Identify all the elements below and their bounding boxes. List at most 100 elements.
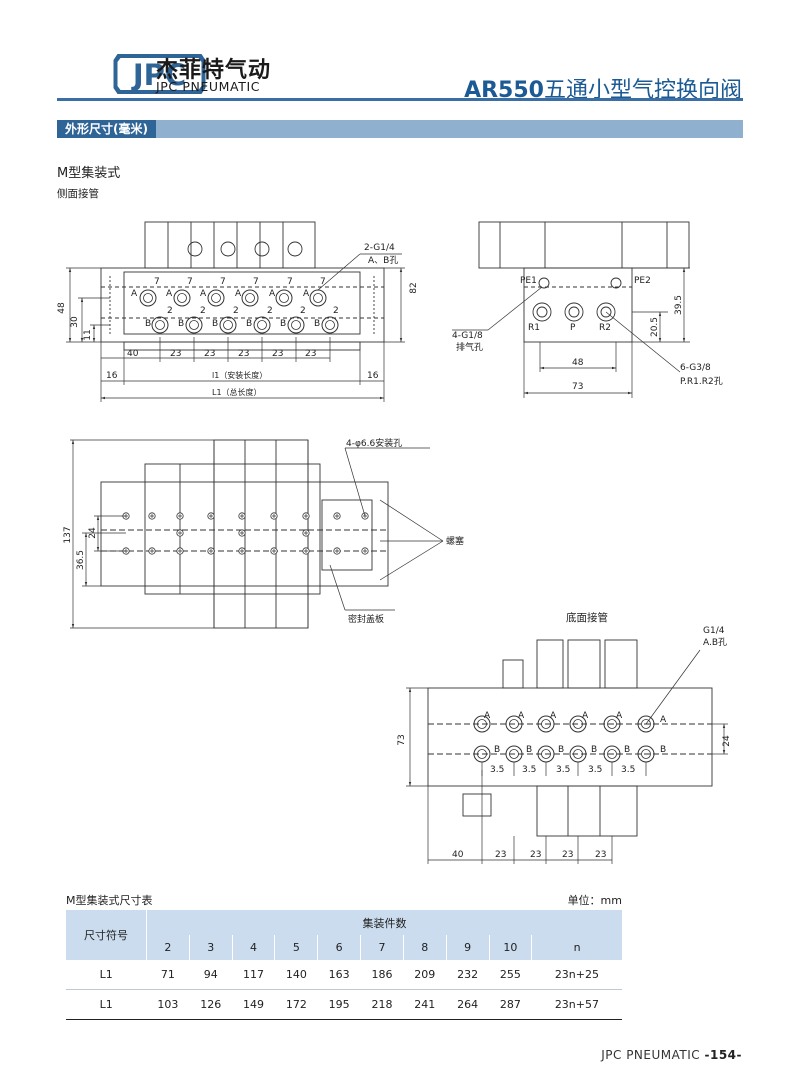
bottom-dim-3-5d: 3.5 — [588, 765, 602, 775]
bottom-dim-23d: 23 — [595, 850, 606, 860]
bottom-dim-3-5c: 3.5 — [556, 765, 570, 775]
table-count-cell: 8 — [402, 935, 447, 960]
bottom-label-b3: B — [558, 745, 564, 755]
front-label-b2: B — [178, 319, 184, 329]
top-mount: 4-φ6.6安装孔 — [346, 437, 402, 449]
front-label-b4: B — [246, 319, 252, 329]
side-ports: 6-G3/8 — [680, 363, 711, 373]
side-exhaust: 4-G1/8 — [452, 331, 483, 341]
table-cell: 172 — [274, 989, 318, 1020]
logo-text: JPC — [131, 58, 186, 92]
table-cell: 209 — [403, 960, 447, 990]
front-callout-port: 2-G1/4 — [364, 243, 395, 253]
table-cell: 195 — [317, 989, 361, 1020]
front-label-b3: B — [212, 319, 218, 329]
bottom-dim-23b: 23 — [530, 850, 541, 860]
bottom-label-a3: A — [550, 711, 557, 721]
table-cell: 255 — [489, 960, 532, 990]
top-dim-24: 24 — [88, 527, 98, 539]
bottom-label-b5: B — [624, 745, 630, 755]
front-label-a6: A — [303, 289, 310, 299]
front-num2-2: 2 — [200, 306, 206, 316]
side-piping-label: 侧面接管 — [57, 188, 99, 200]
table-cell: 94 — [189, 960, 233, 990]
technical-drawing: A A A A A A B B B B B B 7 7 7 7 7 7 2 2 … — [57, 221, 732, 864]
header-rule — [57, 98, 743, 101]
front-view — [100, 221, 385, 351]
side-label-p: P — [570, 323, 576, 333]
table-cell: 140 — [274, 960, 318, 990]
front-num7-4: 7 — [253, 277, 259, 287]
table-cell: 241 — [403, 989, 447, 1020]
front-num2-6: 2 — [333, 306, 339, 316]
front-l1-total: L1（总长度） — [212, 387, 262, 397]
bottom-dim-3-5a: 3.5 — [490, 765, 504, 775]
top-view-holes — [122, 512, 369, 555]
front-l1-install: l1（安装长度） — [212, 370, 267, 380]
front-num2-1: 2 — [167, 306, 173, 316]
dimension-table: 尺寸符号 集装件数 2 3 4 5 6 7 8 9 10 n L1 71 94 … — [66, 910, 622, 1020]
front-dim-23c: 23 — [238, 349, 249, 359]
table-unit: 单位：mm — [567, 894, 622, 907]
table-row-label: L1 — [66, 960, 147, 990]
table-cell: 186 — [360, 960, 404, 990]
front-num2-3: 2 — [233, 306, 239, 316]
side-label-pe2: PE2 — [634, 276, 651, 286]
front-label-a5: A — [269, 289, 276, 299]
bottom-piping-label: 底面接管 — [566, 611, 608, 624]
table-row-label: L1 — [66, 989, 147, 1020]
table-cell: 71 — [146, 960, 190, 990]
table-cell: 117 — [232, 960, 275, 990]
bottom-port: G1/4 — [703, 626, 725, 636]
side-exhaust-sub: 排气孔 — [456, 341, 483, 353]
front-dim-16b: 16 — [367, 371, 379, 381]
front-callout-port-sub: A、B孔 — [368, 255, 398, 266]
footer-brand: JPC PNEUMATIC — [601, 1048, 701, 1062]
front-dim-30: 30 — [70, 316, 80, 328]
bottom-label-a2: A — [518, 711, 525, 721]
front-num7-2: 7 — [187, 277, 193, 287]
brand-name-en: JPC PNEUMATIC — [156, 79, 261, 94]
table-cell: 103 — [146, 989, 190, 1020]
front-num2-4: 2 — [267, 306, 273, 316]
table-cell: 264 — [446, 989, 489, 1020]
side-label-pe1: PE1 — [520, 276, 537, 286]
front-label-a4: A — [235, 289, 242, 299]
bottom-dim-23a: 23 — [495, 850, 506, 860]
table-count-cell: 7 — [360, 935, 404, 960]
table-count-cell: 3 — [188, 935, 233, 960]
bottom-label-b1: B — [494, 745, 500, 755]
table-cell: 232 — [446, 960, 489, 990]
top-plug: 螺塞 — [446, 535, 464, 547]
bottom-label-a4: A — [582, 711, 589, 721]
table-group-label: 集装件数 — [362, 916, 407, 930]
table-cell: 149 — [232, 989, 275, 1020]
table-cell: 23n+57 — [531, 989, 622, 1020]
section-bar — [57, 120, 743, 138]
top-cover: 密封盖板 — [348, 613, 384, 625]
front-num7-1: 7 — [154, 277, 160, 287]
bottom-view — [427, 639, 713, 837]
front-label-b6: B — [314, 319, 320, 329]
side-dim-39-5: 39.5 — [674, 295, 684, 315]
front-num7-5: 7 — [287, 277, 293, 287]
front-num7-6: 7 — [320, 277, 326, 287]
front-label-a1: A — [131, 289, 138, 299]
brand-name-cn: 杰菲特气动 — [156, 58, 272, 83]
top-dim-137: 137 — [63, 526, 73, 543]
table-cell: 126 — [189, 989, 233, 1020]
front-label-b1: B — [145, 319, 151, 329]
page-number: -154- — [704, 1048, 742, 1062]
table-title: M型集装式尺寸表 — [66, 894, 153, 907]
table-row: L1 71 94 117 140 163 186 209 232 255 23n… — [66, 960, 622, 990]
bottom-label-a1: A — [484, 711, 491, 721]
side-ports-sub: P.R1.R2孔 — [680, 376, 723, 387]
table-col-label: 尺寸符号 — [66, 910, 147, 960]
bottom-dim-40: 40 — [452, 850, 464, 860]
bottom-view-ports — [473, 715, 655, 763]
bottom-label-b6: B — [660, 745, 666, 755]
front-label-a3: A — [200, 289, 207, 299]
front-dim-11: 11 — [83, 329, 93, 340]
table-cell: 287 — [489, 989, 532, 1020]
bottom-dim-3-5b: 3.5 — [522, 765, 536, 775]
